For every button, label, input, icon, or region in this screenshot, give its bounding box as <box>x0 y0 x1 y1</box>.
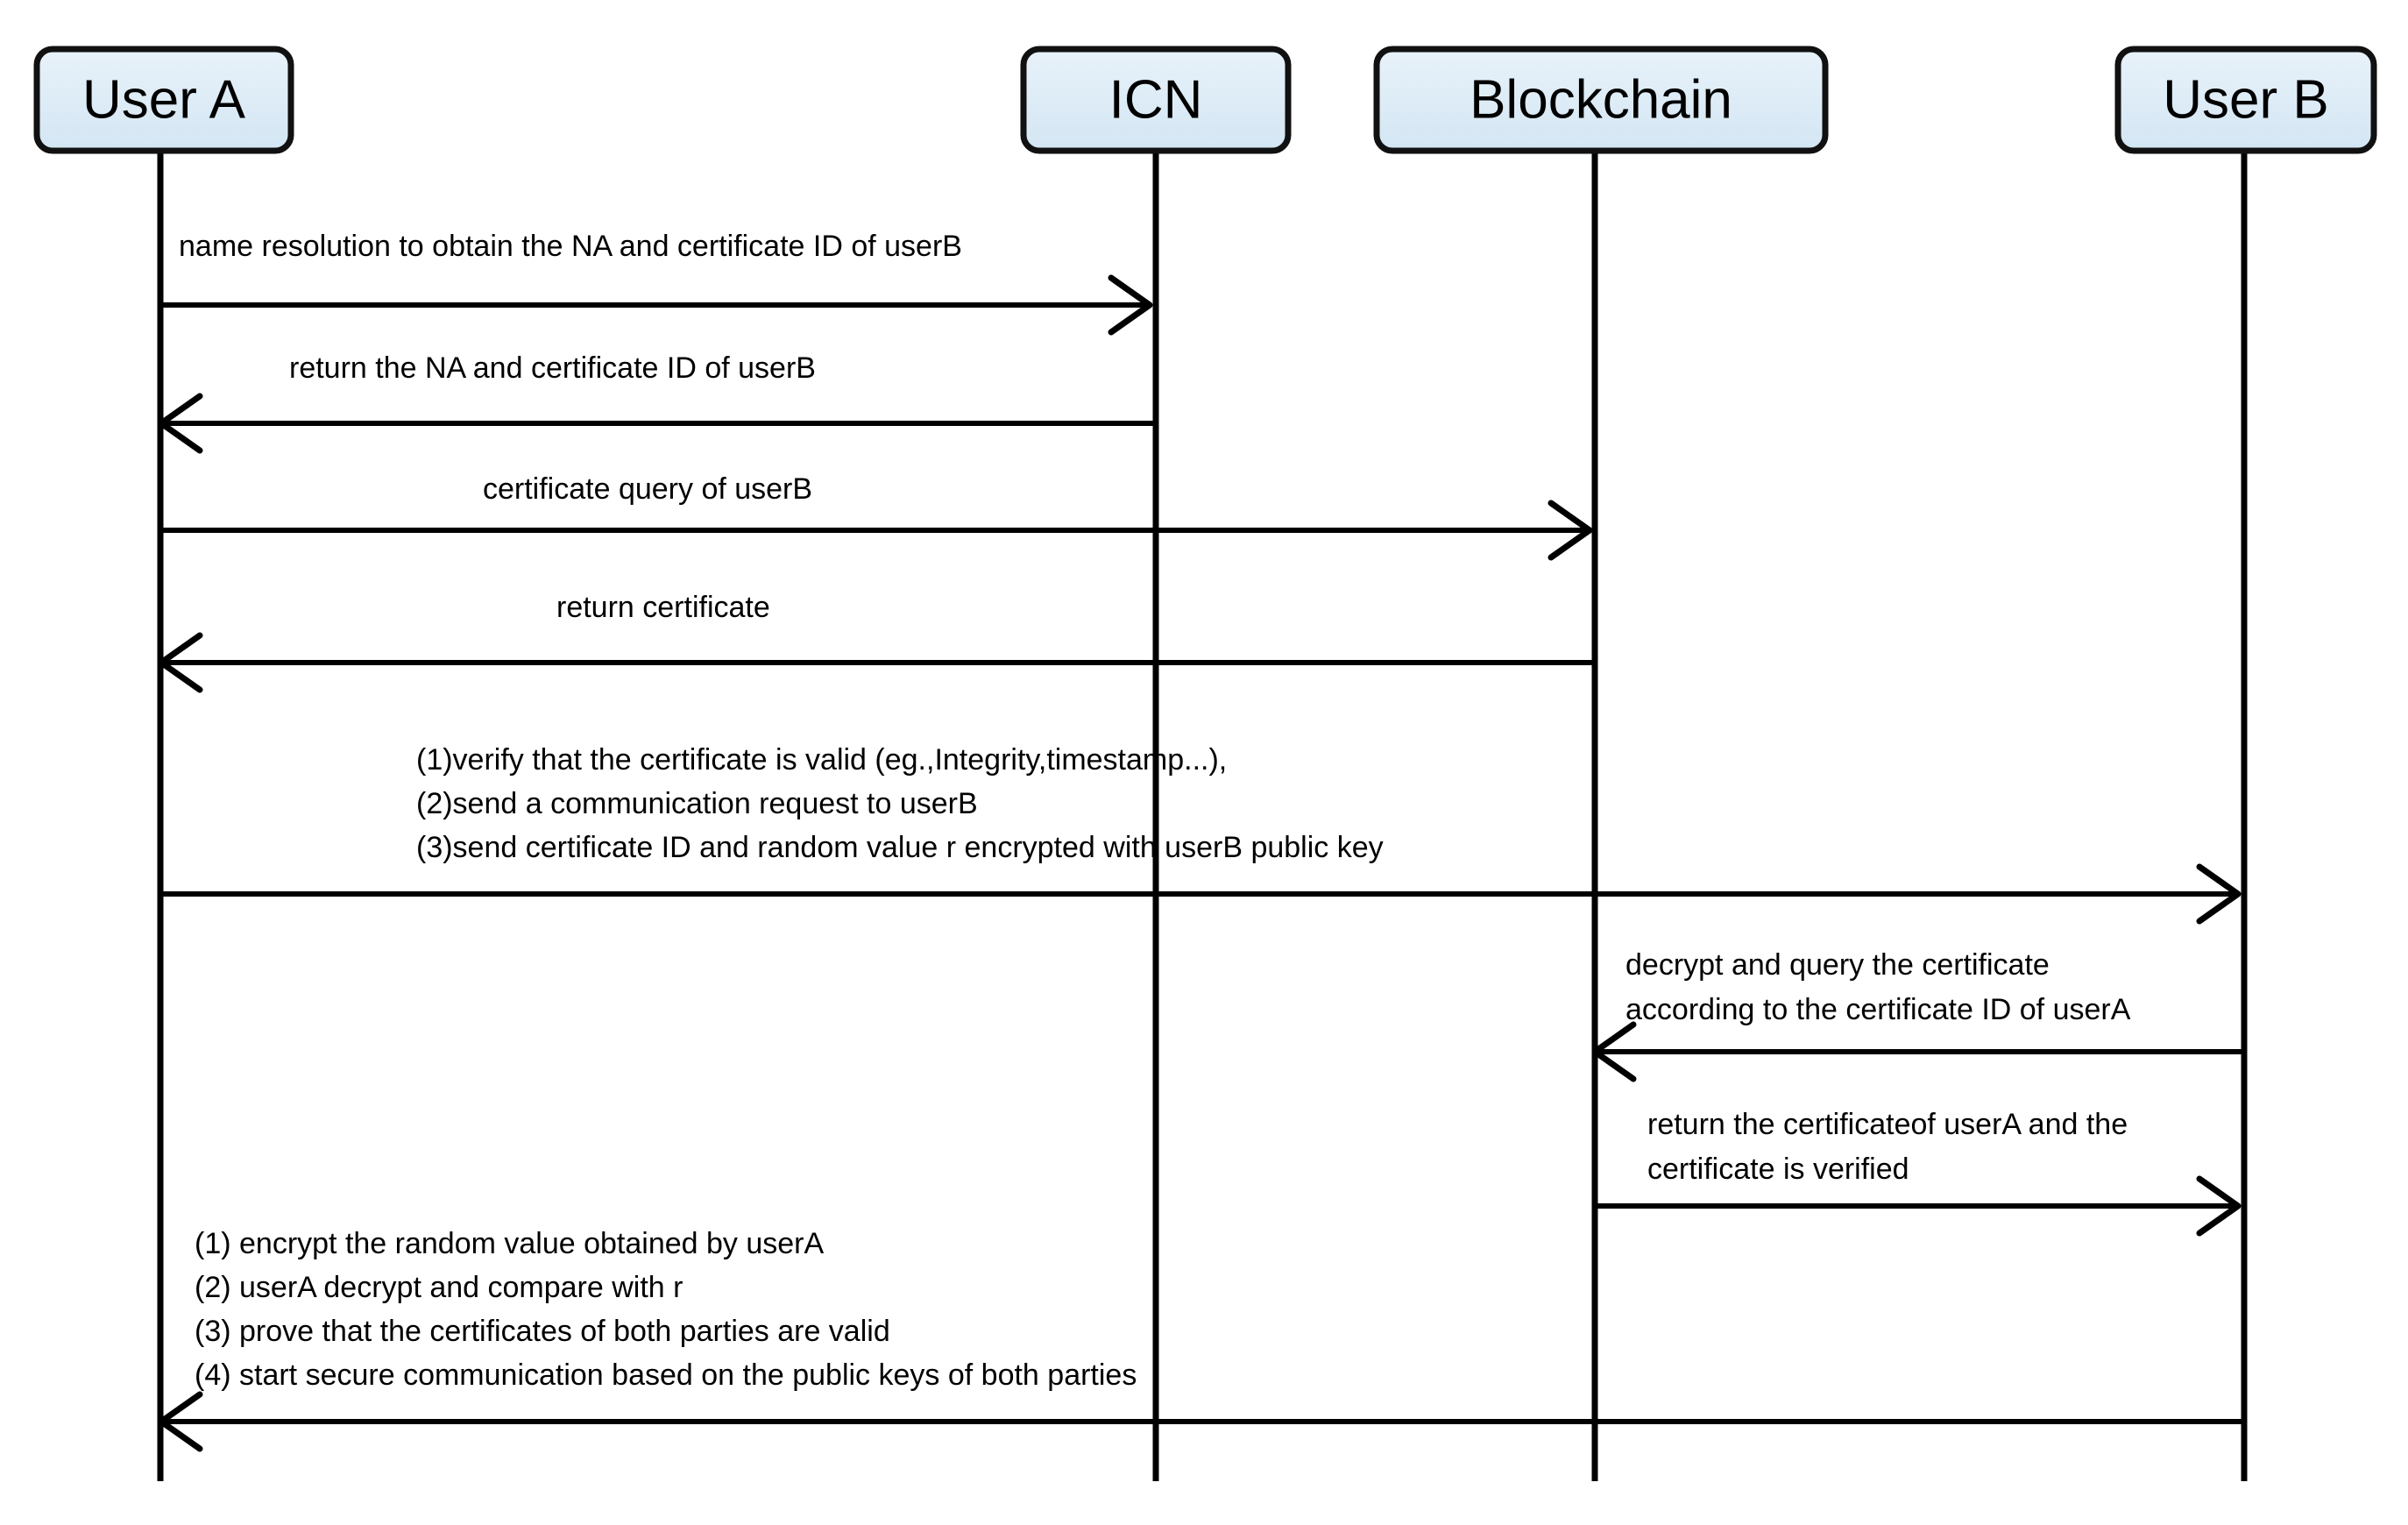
message-m5-label-line-1: (2)send a communication request to userB <box>416 787 978 820</box>
actor-box-userA[interactable]: User A <box>33 46 294 154</box>
message-m6-label-line-0: decrypt and query the certificate <box>1625 948 2050 982</box>
message-m1-label-line-0: name resolution to obtain the NA and cer… <box>179 230 962 263</box>
actor-box-blockchain-rect <box>1373 46 1829 154</box>
actor-label-userB: User B <box>2163 69 2328 130</box>
actor-label-icn: ICN <box>1109 69 1203 130</box>
message-m5-arrowhead <box>2196 863 2242 925</box>
actor-box-blockchain[interactable]: Blockchain <box>1373 46 1829 154</box>
message-m6-label-line-1: according to the certificate ID of userA <box>1625 993 2131 1026</box>
message-m7-arrowhead <box>2196 1175 2242 1237</box>
message-m7[interactable]: return the certificateof userA and the c… <box>1595 1108 2242 1237</box>
message-m4-label-line-0: return certificate <box>556 591 770 624</box>
lifelines <box>157 151 2248 1481</box>
actor-box-icn[interactable]: ICN <box>1020 46 1292 154</box>
actor-box-userB[interactable]: User B <box>2114 46 2377 154</box>
actor-box-userA-rect <box>33 46 294 154</box>
message-m5-label-line-0: (1)verify that the certificate is valid … <box>416 743 1227 777</box>
message-m1-arrowhead <box>1108 274 1153 336</box>
message-m3-arrowhead <box>1547 500 1593 561</box>
message-m8-arrowhead <box>158 1391 203 1452</box>
message-m7-label-line-1: certificate is verified <box>1647 1153 1909 1186</box>
message-m2-label-line-0: return the NA and certificate ID of user… <box>289 351 816 385</box>
message-m8-label-line-0: (1) encrypt the random value obtained by… <box>195 1227 825 1260</box>
actor-label-userA: User A <box>82 69 246 130</box>
message-m2[interactable]: return the NA and certificate ID of user… <box>158 351 1156 454</box>
message-m5[interactable]: (1)verify that the certificate is valid … <box>160 743 2242 925</box>
message-m2-arrowhead <box>158 393 203 454</box>
message-m5-label-line-2: (3)send certificate ID and random value … <box>416 831 1384 864</box>
actor-box-userB-rect <box>2114 46 2377 154</box>
message-m7-label-line-0: return the certificateof userA and the <box>1647 1108 2128 1141</box>
message-m8-label-line-3: (4) start secure communication based on … <box>195 1358 1137 1392</box>
message-m8[interactable]: (1) encrypt the random value obtained by… <box>158 1227 2244 1452</box>
message-m8-label-line-1: (2) userA decrypt and compare with r <box>195 1271 683 1304</box>
message-m8-label-line-2: (3) prove that the certificates of both … <box>195 1315 890 1348</box>
actor-box-icn-rect <box>1020 46 1292 154</box>
message-m1[interactable]: name resolution to obtain the NA and cer… <box>160 230 1153 336</box>
message-m6-arrowhead <box>1591 1021 1637 1082</box>
message-m3[interactable]: certificate query of userB <box>160 472 1593 561</box>
message-m4[interactable]: return certificate <box>158 591 1595 693</box>
message-m4-arrowhead <box>158 632 203 693</box>
message-m6[interactable]: decrypt and query the certificate accord… <box>1591 948 2244 1082</box>
message-m3-label-line-0: certificate query of userB <box>483 472 812 506</box>
actor-label-blockchain: Blockchain <box>1470 69 1732 130</box>
